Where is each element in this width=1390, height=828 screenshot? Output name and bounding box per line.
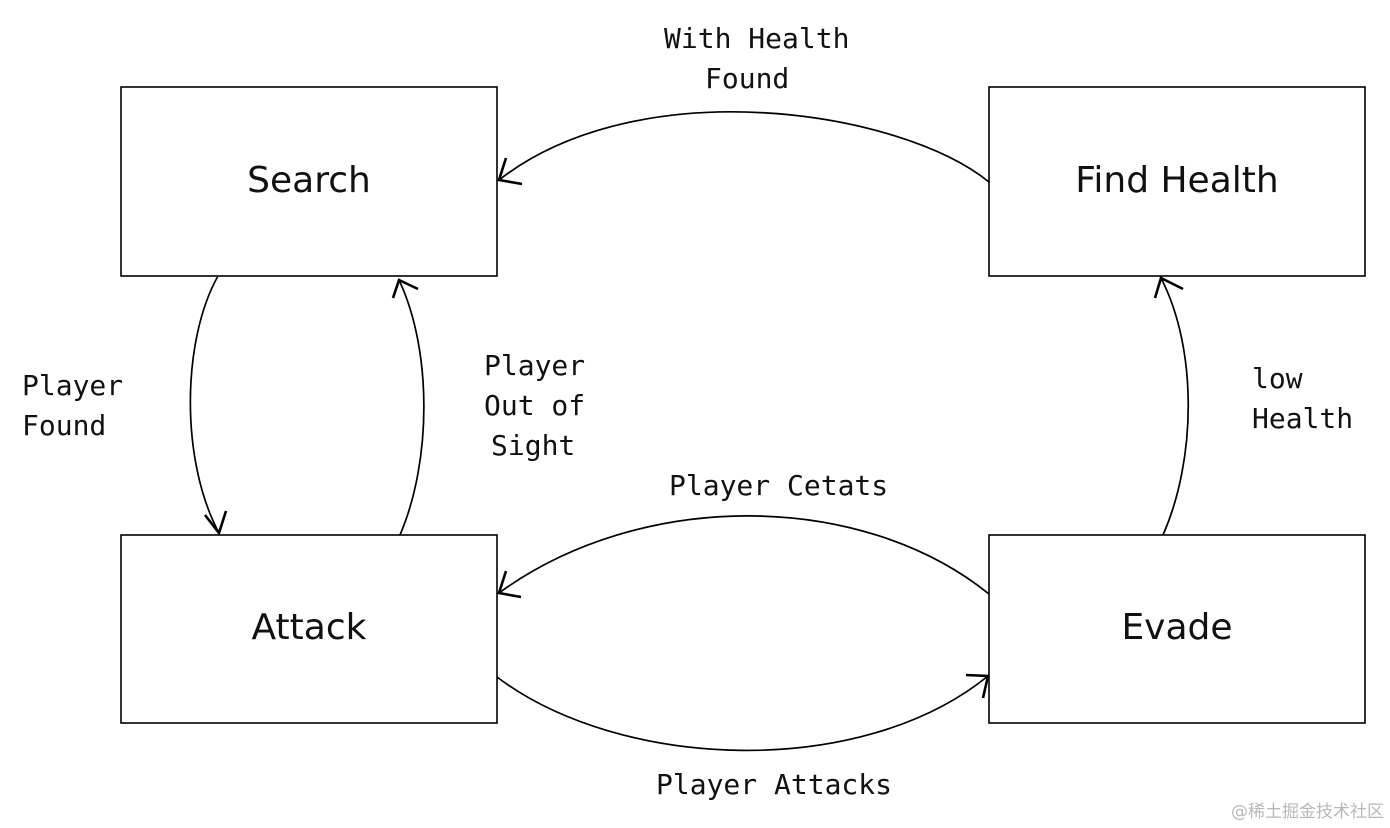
edge-player-cetats-label: Player Cetats — [669, 469, 888, 502]
edge-low-health-label: low Health — [1252, 362, 1353, 435]
node-find-health: Find Health — [988, 86, 1366, 277]
edge-out-of-sight: Player Out of Sight — [391, 278, 602, 536]
edge-player-attacks-arrowhead — [965, 673, 990, 699]
edge-out-of-sight-line — [398, 279, 425, 536]
edge-health-found-label: With Health Found — [664, 22, 866, 95]
edge-low-health-line — [1160, 277, 1190, 536]
watermark-text: @稀土掘金技术社区 — [1231, 802, 1384, 822]
edge-player-cetats: Player Cetats — [497, 469, 990, 599]
node-search: Search — [120, 86, 498, 277]
edge-low-health: low Health — [1153, 276, 1353, 536]
edge-player-found: Player Found — [22, 275, 228, 536]
edge-health-found: With Health Found — [497, 22, 990, 186]
edge-low-health-arrowhead — [1153, 276, 1184, 299]
edge-player-attacks-line — [496, 675, 989, 752]
edge-health-found-line — [498, 111, 990, 183]
edge-player-cetats-line — [498, 515, 990, 595]
node-attack: Attack — [120, 534, 498, 724]
node-evade: Evade — [988, 534, 1366, 724]
node-find-health-label: Find Health — [1075, 160, 1278, 201]
node-attack-label: Attack — [252, 607, 367, 648]
edge-player-attacks-label: Player Attacks — [656, 768, 892, 801]
edge-out-of-sight-label: Player Out of Sight — [484, 349, 602, 462]
node-evade-label: Evade — [1121, 607, 1232, 648]
edge-out-of-sight-arrowhead — [391, 278, 419, 299]
edge-health-found-arrowhead — [497, 157, 523, 186]
edge-player-found-label: Player Found — [22, 369, 140, 442]
edge-player-found-arrowhead — [203, 510, 228, 536]
edge-player-cetats-arrowhead — [497, 570, 522, 599]
edge-player-attacks: Player Attacks — [496, 673, 990, 801]
node-search-label: Search — [247, 160, 371, 201]
edge-player-found-line — [189, 275, 220, 534]
